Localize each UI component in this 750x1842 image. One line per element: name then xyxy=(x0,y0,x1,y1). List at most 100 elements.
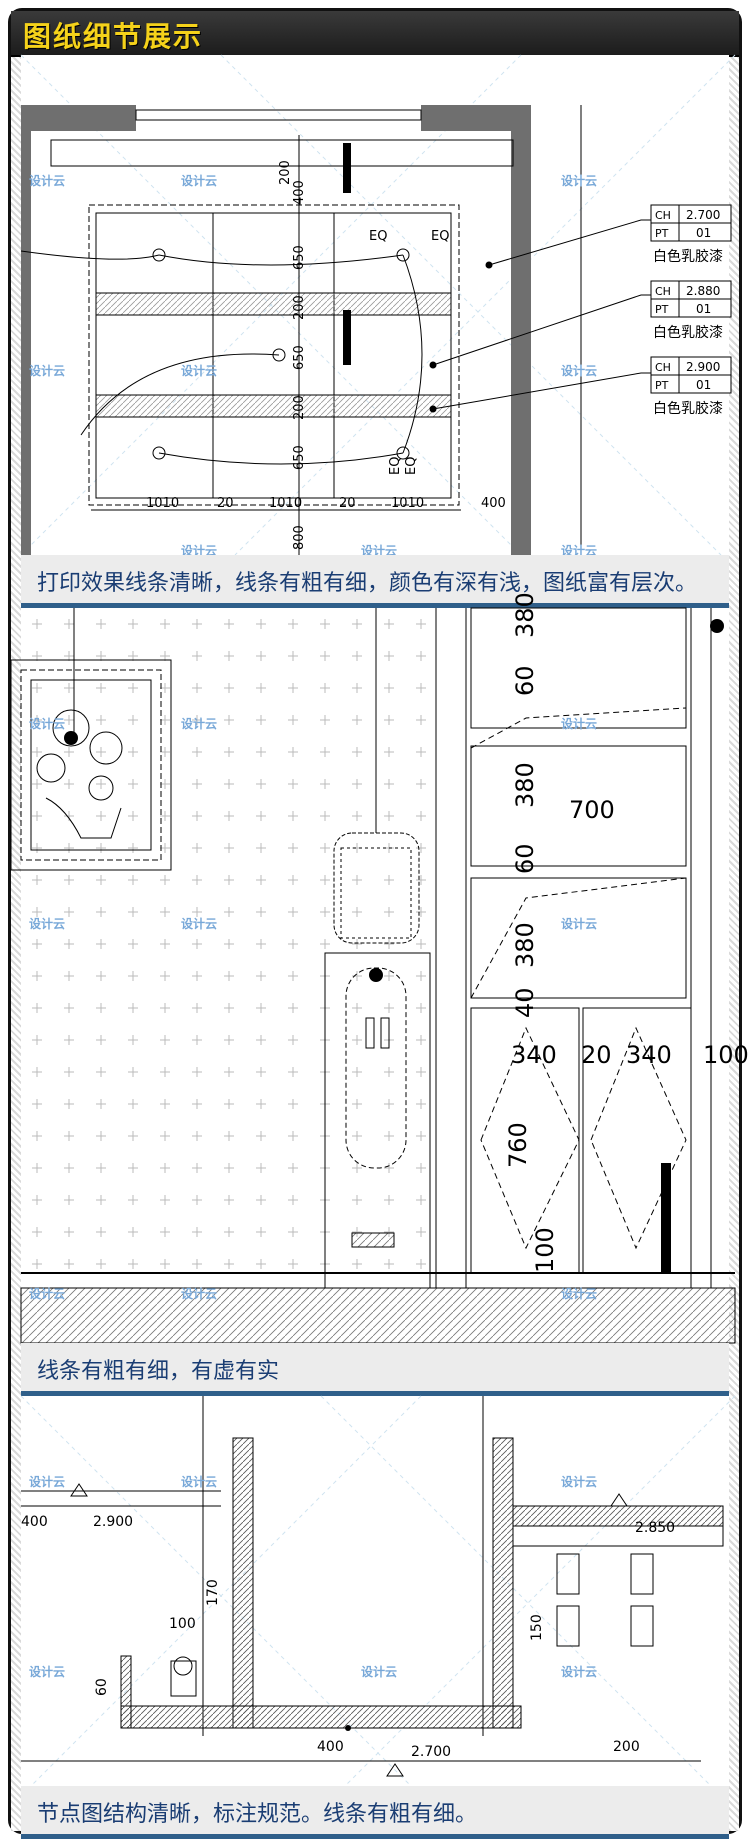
dim-e-13: 100 xyxy=(531,1227,559,1273)
dim-h-5: 1010 xyxy=(391,496,424,511)
eq-label-3: EQ xyxy=(388,457,403,475)
dim-h-1: 1010 xyxy=(146,496,179,511)
dim-e-5: 60 xyxy=(511,843,539,874)
dim-v-5: 650 xyxy=(292,345,307,370)
wall-right xyxy=(511,105,531,555)
svg-text:设计云: 设计云 xyxy=(29,1474,65,1489)
dim-v-6: 200 xyxy=(292,395,307,420)
svg-text:白色乳胶漆: 白色乳胶漆 xyxy=(653,324,723,341)
svg-text:设计云: 设计云 xyxy=(29,1286,65,1301)
header-bar: 图纸细节展示 xyxy=(11,11,739,57)
svg-text:CH: CH xyxy=(655,209,671,222)
svg-text:01: 01 xyxy=(696,226,711,240)
ceiling-plan-drawing: 200 400 650 200 650 200 650 800 1010 20 … xyxy=(20,54,736,558)
section-detail-svg: 400 2.900 170 100 60 400 2.700 150 2.850… xyxy=(20,1395,736,1797)
dim-h-2: 20 xyxy=(217,496,234,511)
dim-e-1: 380 xyxy=(511,592,539,638)
dim-s-10: 200 xyxy=(613,1739,640,1755)
dim-s-5: 60 xyxy=(94,1678,110,1696)
svg-text:设计云: 设计云 xyxy=(561,173,597,188)
svg-text:设计云: 设计云 xyxy=(181,363,217,378)
svg-text:设计云: 设计云 xyxy=(29,716,65,731)
svg-text:设计云: 设计云 xyxy=(561,543,597,558)
dim-e-9: 20 xyxy=(581,1041,612,1069)
caption-bar-2: 线条有粗有细，有虚有实 xyxy=(21,1343,729,1396)
dim-e-4: 700 xyxy=(569,796,615,824)
right-border-stripe xyxy=(729,11,739,1831)
dim-e-11: 100 xyxy=(703,1041,749,1069)
svg-text:设计云: 设计云 xyxy=(181,543,217,558)
page-frame: 图纸细节展示 xyxy=(8,8,749,1839)
svg-text:设计云: 设计云 xyxy=(181,1474,217,1489)
svg-text:设计云: 设计云 xyxy=(181,916,217,931)
svg-text:设计云: 设计云 xyxy=(561,916,597,931)
section-detail-drawing: 400 2.900 170 100 60 400 2.700 150 2.850… xyxy=(20,1395,736,1797)
material-tag-1: CH 2.700 PT 01 白色乳胶漆 xyxy=(650,204,732,265)
dim-v-7: 650 xyxy=(292,445,307,470)
dim-s-4: 100 xyxy=(169,1616,196,1632)
svg-text:01: 01 xyxy=(696,378,711,392)
ceiling-plan-svg: 200 400 650 200 650 200 650 800 1010 20 … xyxy=(20,54,736,558)
dim-v-2: 400 xyxy=(292,180,307,205)
left-border-stripe xyxy=(11,11,21,1831)
wall-painting xyxy=(10,659,172,871)
eq-label-2: EQ xyxy=(431,229,449,244)
dim-e-12: 760 xyxy=(504,1122,532,1168)
caption-3: 节点图结构清晰，标注规范。线条有粗有细。 xyxy=(37,1802,478,1827)
dim-h-6: 400 xyxy=(481,496,506,511)
dim-e-7: 40 xyxy=(511,987,539,1018)
dim-s-3: 170 xyxy=(205,1579,221,1606)
svg-text:设计云: 设计云 xyxy=(181,173,217,188)
dim-v-1: 200 xyxy=(278,160,293,185)
eq-label-1: EQ xyxy=(369,229,387,244)
svg-text:PT: PT xyxy=(655,379,669,392)
svg-text:2.880: 2.880 xyxy=(686,284,720,298)
svg-text:白色乳胶漆: 白色乳胶漆 xyxy=(653,400,723,417)
elevation-svg: 380 60 380 700 60 380 40 340 20 340 100 … xyxy=(10,592,749,1344)
svg-text:设计云: 设计云 xyxy=(181,716,217,731)
dim-s-9: 2.850 xyxy=(635,1520,675,1536)
svg-text:设计云: 设计云 xyxy=(361,1664,397,1679)
caption-bar-3: 节点图结构清晰，标注规范。线条有粗有细。 xyxy=(21,1786,729,1839)
svg-text:设计云: 设计云 xyxy=(29,173,65,188)
svg-text:设计云: 设计云 xyxy=(29,916,65,931)
dim-e-3: 380 xyxy=(511,762,539,808)
dim-e-10: 340 xyxy=(626,1041,672,1069)
svg-text:设计云: 设计云 xyxy=(29,363,65,378)
svg-text:白色乳胶漆: 白色乳胶漆 xyxy=(653,248,723,265)
dim-v-3: 650 xyxy=(292,245,307,270)
svg-text:设计云: 设计云 xyxy=(561,363,597,378)
svg-text:CH: CH xyxy=(655,361,671,374)
eq-label-4: EQ xyxy=(404,457,419,475)
svg-text:CH: CH xyxy=(655,285,671,298)
storage-cabinet xyxy=(435,607,712,1288)
dim-h-4: 20 xyxy=(339,496,356,511)
dim-s-1: 400 xyxy=(21,1514,48,1530)
dim-v-8: 800 xyxy=(292,525,307,550)
svg-text:设计云: 设计云 xyxy=(181,1286,217,1301)
svg-text:2.900: 2.900 xyxy=(686,360,720,374)
dim-e-2: 60 xyxy=(511,665,539,696)
dim-s-6: 400 xyxy=(317,1739,344,1755)
svg-text:PT: PT xyxy=(655,227,669,240)
caption-1: 打印效果线条清晰，线条有粗有细，颜色有深有浅，图纸富有层次。 xyxy=(37,571,698,596)
page-title: 图纸细节展示 xyxy=(23,20,204,53)
wall-left xyxy=(21,105,31,555)
svg-text:设计云: 设计云 xyxy=(561,1474,597,1489)
svg-text:设计云: 设计云 xyxy=(561,1286,597,1301)
caption-2: 线条有粗有细，有虚有实 xyxy=(37,1359,280,1384)
svg-text:设计云: 设计云 xyxy=(561,716,597,731)
elevation-drawing: 380 60 380 700 60 380 40 340 20 340 100 … xyxy=(10,592,749,1344)
dim-v-4: 200 xyxy=(292,295,307,320)
svg-text:设计云: 设计云 xyxy=(561,1664,597,1679)
dim-s-2: 2.900 xyxy=(93,1514,133,1530)
wall-left-top xyxy=(21,105,136,131)
svg-text:设计云: 设计云 xyxy=(29,1664,65,1679)
svg-text:PT: PT xyxy=(655,303,669,316)
svg-text:01: 01 xyxy=(696,302,711,316)
dim-s-8: 150 xyxy=(529,1614,545,1641)
dim-s-7: 2.700 xyxy=(411,1744,451,1760)
material-tag-2: CH 2.880 PT 01 白色乳胶漆 xyxy=(650,280,732,341)
dim-h-3: 1010 xyxy=(269,496,302,511)
dim-e-8: 340 xyxy=(511,1041,557,1069)
